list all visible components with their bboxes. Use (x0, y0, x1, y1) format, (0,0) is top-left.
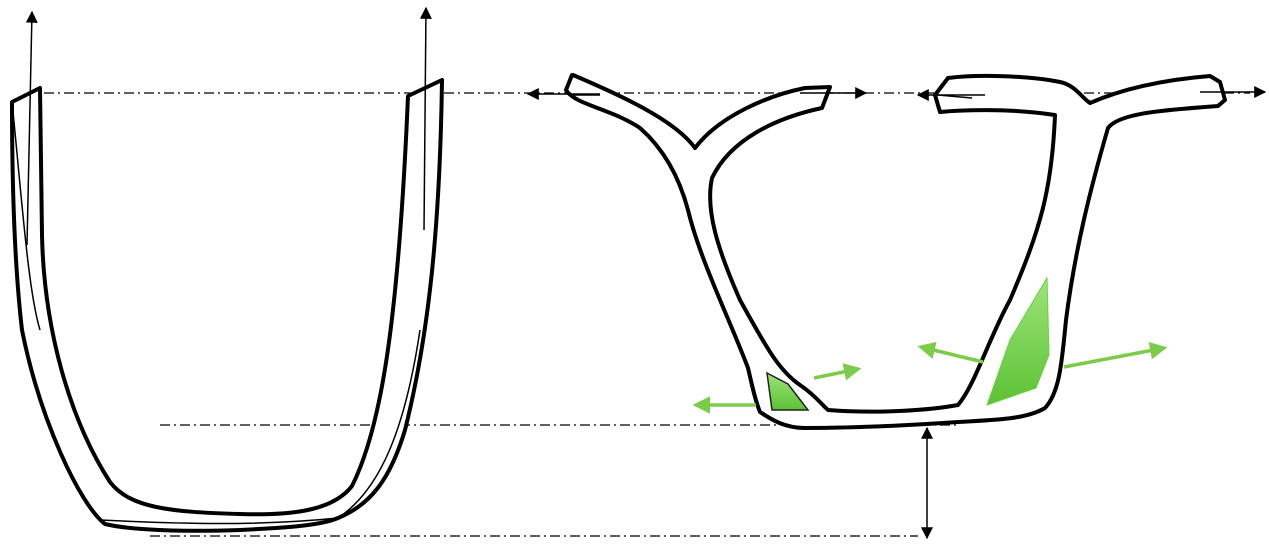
green-region-small (766, 371, 810, 411)
left-cup-shape (10, 78, 444, 533)
green-arrow-lower-right (813, 363, 862, 381)
right-profile-shape (564, 73, 1227, 430)
green-arrow-upper-right (1063, 342, 1168, 369)
left-cup-arrow-right (419, 6, 432, 231)
left-cup-arrow-left (25, 10, 38, 246)
green-arrow-upper-left (917, 341, 984, 364)
green-region-large (986, 276, 1050, 406)
